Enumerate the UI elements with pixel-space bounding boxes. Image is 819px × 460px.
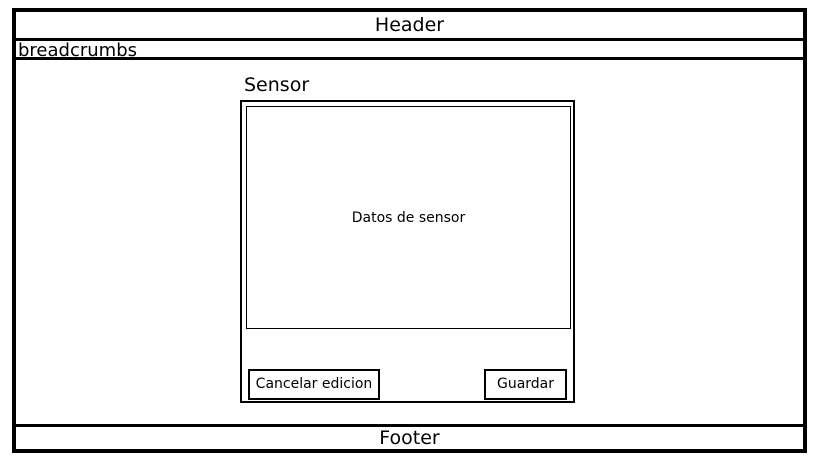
footer: Footer <box>16 424 803 449</box>
page-frame: Header breadcrumbs Sensor Datos de senso… <box>12 8 807 453</box>
main-content: Sensor Datos de sensor Cancelar edicion … <box>16 63 803 424</box>
header: Header <box>16 12 803 41</box>
sensor-data-placeholder: Datos de sensor <box>351 209 466 226</box>
sensor-data-panel: Datos de sensor <box>246 106 571 329</box>
sensor-card: Datos de sensor Cancelar edicion Guardar <box>240 100 575 403</box>
cancel-edit-button[interactable]: Cancelar edicion <box>248 369 380 400</box>
breadcrumb[interactable]: breadcrumbs <box>16 41 803 60</box>
save-button[interactable]: Guardar <box>484 369 567 400</box>
page-title: Sensor <box>244 74 310 96</box>
